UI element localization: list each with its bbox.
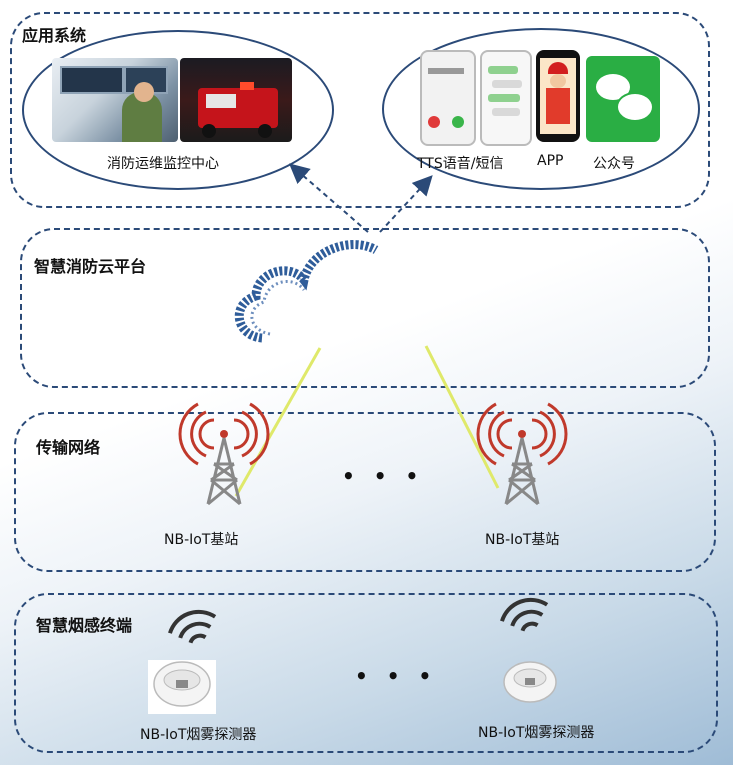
cloud-icon-inner (250, 280, 306, 336)
wifi-signal-icon-right (500, 597, 549, 632)
monitor-room-photo (52, 58, 178, 142)
layer-app-system (10, 12, 710, 208)
base-station-icon-right (476, 402, 568, 506)
monitor-center-label: 消防运维监控中心 (107, 156, 219, 172)
arrow-cloud-to-monitor (288, 163, 369, 233)
layer-title-network: 传输网络 (36, 438, 101, 457)
wifi-signal-icon-left (168, 609, 217, 644)
layer-smoke-terminal (14, 593, 718, 753)
layer-title-terminal: 智慧烟感终端 (36, 616, 133, 635)
app-label: APP (537, 153, 564, 169)
base-station-label-left: NB-IoT基站 (164, 532, 239, 548)
wechat-icon (586, 56, 660, 142)
wechat-official-account-label: 公众号 (593, 156, 635, 172)
fire-truck-photo (180, 58, 292, 142)
arrow-cloud-to-apps (379, 175, 433, 233)
base-station-icon-left (178, 402, 270, 506)
detector-label-left: NB-IoT烟雾探测器 (140, 727, 257, 743)
base-station-label-right: NB-IoT基站 (485, 532, 560, 548)
sms-screen (480, 50, 532, 146)
terminal-ellipsis: • • • (355, 664, 438, 688)
smoke-detector-icon-left (148, 660, 216, 714)
detector-label-right: NB-IoT烟雾探测器 (478, 725, 595, 741)
network-ellipsis: • • • (342, 464, 425, 488)
link-cloud-to-station-right (424, 345, 500, 489)
tts-sms-label: TTS语音/短信 (417, 156, 504, 172)
layer-title-cloud: 智慧消防云平台 (34, 257, 147, 276)
smoke-detector-icon-right (503, 661, 557, 703)
link-cloud-to-station-left (234, 347, 322, 497)
app-firefighter-screen (536, 50, 580, 142)
layer-title-app: 应用系统 (22, 26, 87, 45)
cloud-icon (234, 240, 379, 343)
layer-transmission-network (14, 412, 716, 572)
phone-call-screen (420, 50, 476, 146)
